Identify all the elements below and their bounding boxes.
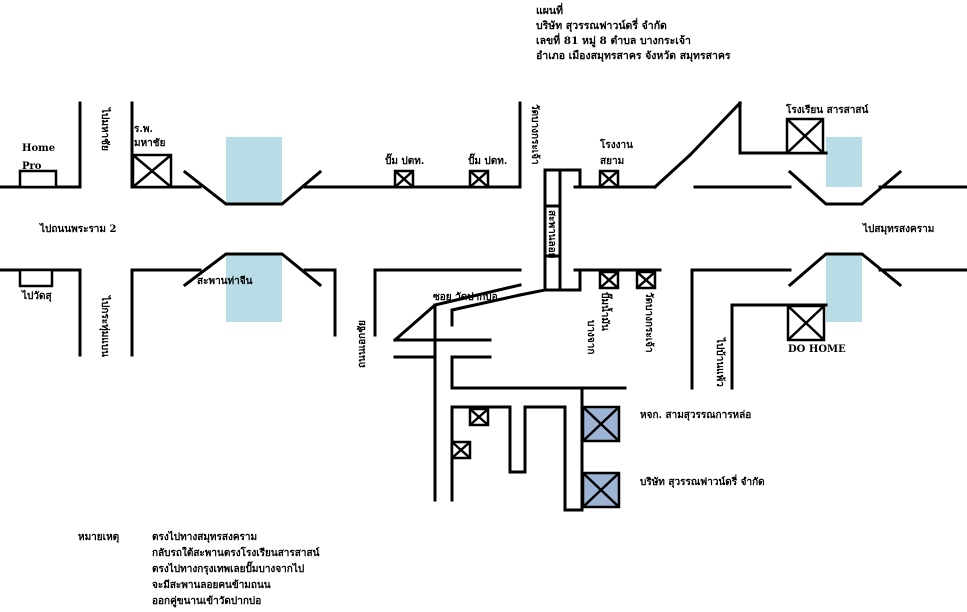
notes-list: ตรงไปทางสมุทรสงคราม กลับรถใต้สะพานตรงโรง… <box>152 530 319 610</box>
canal-south-east <box>826 254 862 322</box>
gas-station-marker <box>468 169 490 189</box>
hospital-label-2: มหาชัย <box>134 138 166 149</box>
factory-marker <box>598 169 620 189</box>
casting-building <box>581 405 621 443</box>
to-krathumbaen-label: ไปกระทุ่มแบน <box>99 296 110 357</box>
pump-label-1: ปั๊มน้ำมัน <box>599 292 610 331</box>
canal-north-east <box>826 137 862 187</box>
casting-label: หจก. สามสุวรรณการหล่อ <box>640 410 752 421</box>
to-mahachai-label: ไปมหาชัย <box>99 108 110 151</box>
map-title: แผนที่ <box>536 5 564 17</box>
pump-marker <box>598 270 620 290</box>
home-pro-building <box>18 169 58 189</box>
to-bang-pla-label: ไปบ้านแพ้ว <box>714 338 725 387</box>
hospital-marker <box>131 153 173 189</box>
note-line: กลับรถใต้สะพานตรงโรงเรียนสารสาสน์ <box>152 548 320 559</box>
small-marker <box>450 440 472 460</box>
company-name: บริษัท สุวรรณฟาวน์ดรี่ จำกัด <box>536 20 667 32</box>
wat-bang-krachao-label-2: วัดบางกระเจ้า <box>643 292 654 353</box>
map-header: แผนที่ บริษัท สุวรรณฟาวน์ดรี่ จำกัด เลขท… <box>536 4 731 64</box>
boxes <box>18 169 58 288</box>
gas-station-label-2: ปั๊ม ปตท. <box>468 156 508 167</box>
small-marker <box>468 407 490 427</box>
note-line: จะมีสะพานลอยคนข้ามถนน <box>152 580 271 591</box>
notes-title: หมายเหตุ <box>78 532 120 543</box>
overpass-label: สะพานลอย <box>546 210 557 259</box>
to-rama2-label: ไปถนนพระราม 2 <box>40 224 117 235</box>
foundry-label: บริษัท สุวรรณฟาวน์ดรี่ จำกัด <box>640 477 765 488</box>
note-line: ออกคู่ขนานเข้าวัดปากบ่อ <box>152 596 262 607</box>
address-line-2: อำเภอ เมืองสมุทรสาคร จังหวัด สมุทรสาคร <box>536 50 731 62</box>
school-marker <box>785 117 825 155</box>
note-line: ตรงไปทางสมุทรสงคราม <box>152 532 258 543</box>
to-wat-label: ไปวัดสุ <box>22 291 52 302</box>
petchkasem-road-label: ถนนเอกชัย <box>357 320 368 368</box>
school-label: โรงเรียน สารสาสน์ <box>786 105 869 116</box>
gas-station-marker <box>393 169 415 189</box>
gas-station-label-1: ปั๊ม ปตท. <box>385 156 425 167</box>
do-home-marker <box>786 304 826 342</box>
soi-wat-pakbo-label: ซอย วัดปากบ่อ <box>433 292 498 303</box>
to-samut-songkhram-label: ไปสมุทรสงคราม <box>863 224 935 235</box>
wat-building <box>18 268 54 288</box>
target-buildings <box>581 405 621 509</box>
foundry-building <box>581 471 621 509</box>
river-south-west <box>226 254 282 322</box>
river-north-west <box>226 137 282 205</box>
wat-marker <box>635 270 657 290</box>
factory-label-2: สยาม <box>600 156 625 167</box>
water-areas <box>226 137 862 322</box>
note-line: ตรงไปทางกรุงเทพเลยปั๊มบางจากไป <box>152 564 305 575</box>
home-pro-label: Home Pro <box>22 143 56 172</box>
pump-label-2: บางจาก <box>585 320 596 355</box>
address-line-1: เลขที่ 81 หมู่ 8 ตำบล บางกระเจ้า <box>536 35 691 47</box>
factory-label-1: โรงงาน <box>600 140 633 151</box>
wat-bang-krachao-label-1: วัดบางกระเจ้า <box>529 104 540 165</box>
crossed-markers <box>131 117 826 460</box>
do-home-label: DO HOME <box>788 344 846 355</box>
thatchin-bridge-label: สะพานท่าจีน <box>197 276 253 287</box>
hospital-label-1: ร.พ. <box>134 124 153 135</box>
